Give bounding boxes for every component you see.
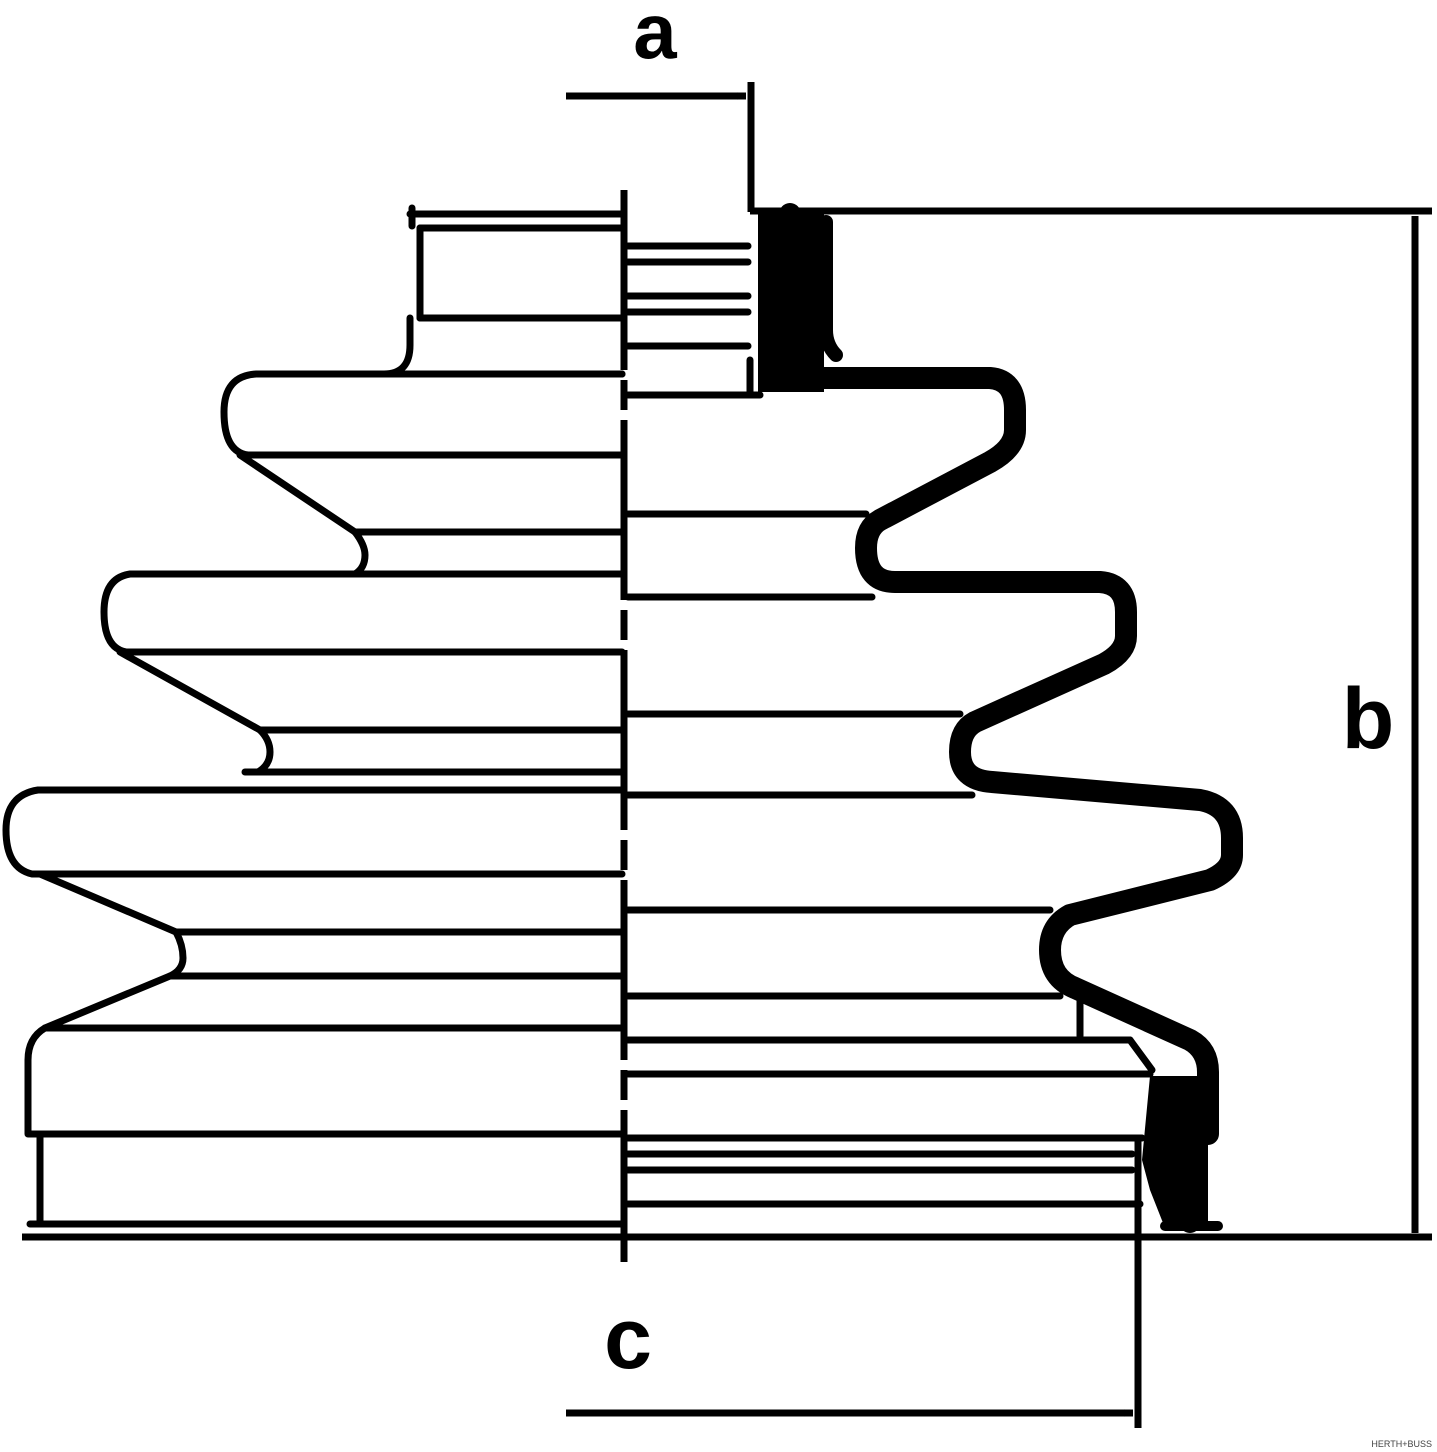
dimension-lines <box>22 82 1432 1428</box>
boot-left-half <box>2 204 626 1228</box>
boot-wall-profile <box>758 203 1243 1233</box>
dimension-label-b: b <box>1342 671 1395 767</box>
dimension-label-a: a <box>633 0 677 75</box>
dimension-label-c: c <box>604 1291 652 1387</box>
boot-right-half <box>624 242 1156 1208</box>
watermark-text: HERTH+BUSS <box>1371 1439 1432 1449</box>
